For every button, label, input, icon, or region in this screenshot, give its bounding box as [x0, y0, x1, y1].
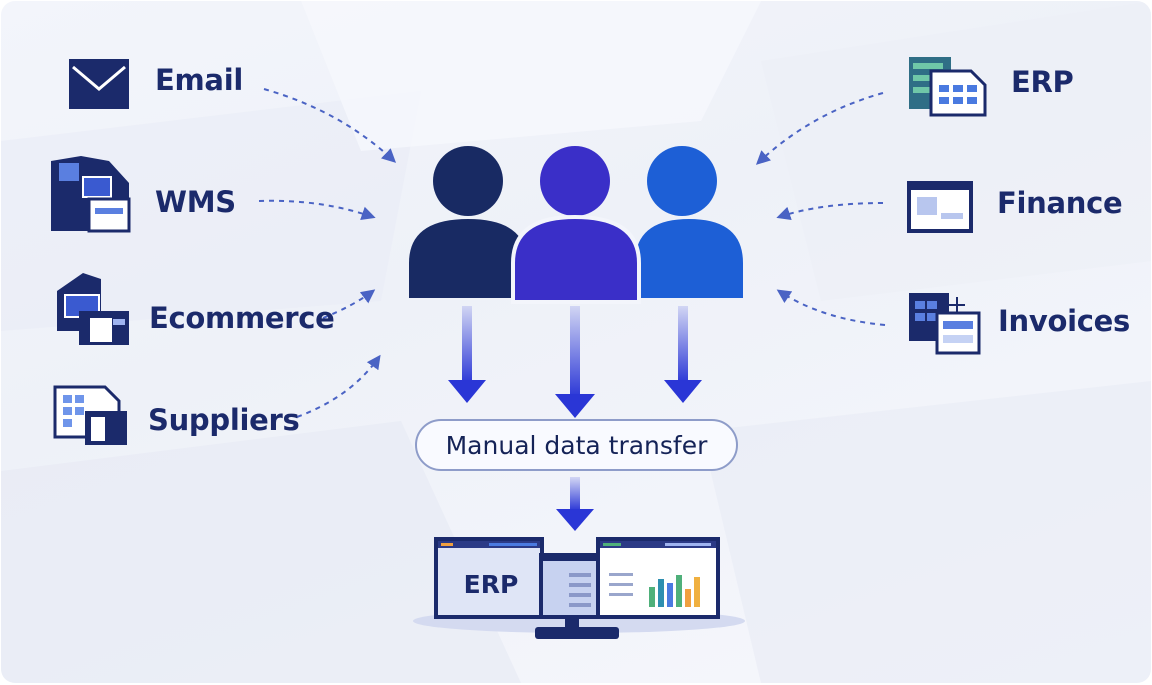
connector-suppliers — [296, 354, 381, 418]
bar-green-1 — [649, 587, 655, 607]
finance-window-icon — [907, 181, 973, 233]
connector-finance — [776, 202, 884, 221]
source-label-finance: Finance — [997, 186, 1123, 220]
erp-monitor-right — [596, 537, 720, 619]
source-label-email: Email — [155, 63, 243, 97]
warehouse-screens-icon — [51, 156, 131, 233]
person-dark-icon — [409, 146, 527, 298]
erp-spreadsheet-icon — [909, 57, 987, 117]
person-purple-icon — [511, 146, 641, 304]
supplier-document-icon — [53, 385, 127, 445]
erp-screen-label: ERP — [464, 570, 519, 599]
erp-monitor-left — [434, 537, 544, 619]
connector-ecommerce — [322, 289, 376, 319]
source-label-erp: ERP — [1011, 65, 1074, 99]
erp-monitor-center — [535, 553, 619, 639]
ecommerce-windows-icon — [57, 273, 129, 345]
down-arrow-to-erp — [556, 477, 594, 531]
connector-invoices — [776, 289, 886, 326]
source-label-wms: WMS — [155, 185, 236, 219]
connector-erp — [755, 92, 884, 165]
manual-transfer-pill: Manual data transfer — [415, 419, 738, 471]
source-label-invoices: Invoices — [998, 304, 1130, 338]
bar-green-2 — [676, 575, 682, 607]
bar-orange-1 — [685, 589, 691, 607]
invoice-sheets-icon — [909, 293, 981, 355]
down-arrow-left — [448, 306, 486, 403]
source-label-suppliers: Suppliers — [148, 403, 300, 437]
manual-transfer-label: Manual data transfer — [445, 430, 708, 460]
down-arrow-right — [664, 306, 702, 403]
connector-wms — [258, 199, 376, 220]
bar-orange-2 — [694, 577, 700, 607]
bar-blue — [667, 583, 673, 607]
person-blue-icon — [635, 146, 743, 298]
source-label-ecommerce: Ecommerce — [149, 301, 335, 335]
down-arrow-center — [555, 306, 595, 418]
envelope-icon — [69, 59, 129, 109]
bar-teal — [658, 579, 664, 607]
connector-email — [263, 88, 397, 163]
